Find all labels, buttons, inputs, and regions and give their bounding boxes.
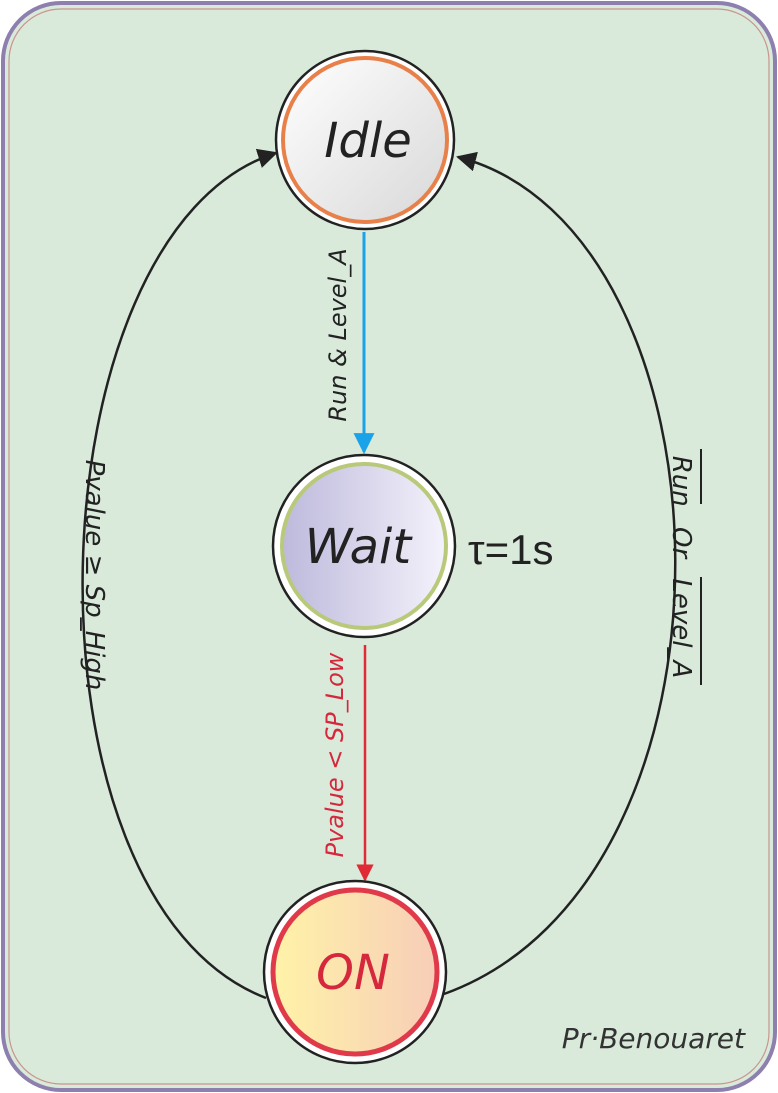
author-signature: Pr·Benouaret bbox=[562, 1022, 746, 1055]
state-wait-label: Wait bbox=[305, 519, 414, 575]
state-wait: Wait bbox=[271, 453, 457, 639]
wait-timer-label: τ=1s bbox=[468, 526, 553, 573]
frame-inner bbox=[8, 8, 770, 1085]
run-negated: Run bbox=[666, 456, 696, 507]
state-idle: Idle bbox=[274, 49, 456, 231]
or-word: Or bbox=[666, 527, 696, 560]
level-a-negated: Level_A bbox=[666, 578, 696, 678]
wait-to-on-condition: Pvalue < SP_Low bbox=[321, 652, 349, 857]
transition-on-to-idle-right bbox=[443, 151, 677, 996]
on-to-idle-left-condition: Pvalue ≥ Sp_High bbox=[79, 460, 109, 691]
on-to-idle-right-condition: Run Or Level_A bbox=[666, 449, 702, 685]
state-idle-label: Idle bbox=[324, 113, 412, 169]
state-on: ON bbox=[262, 879, 448, 1065]
transition-on-to-idle-left bbox=[81, 148, 278, 1000]
svg-text:Run Or Level_A: Run Or Level_A bbox=[666, 456, 696, 679]
state-on-label: ON bbox=[316, 945, 390, 1001]
idle-to-wait-condition: Run & Level_A bbox=[324, 248, 352, 421]
